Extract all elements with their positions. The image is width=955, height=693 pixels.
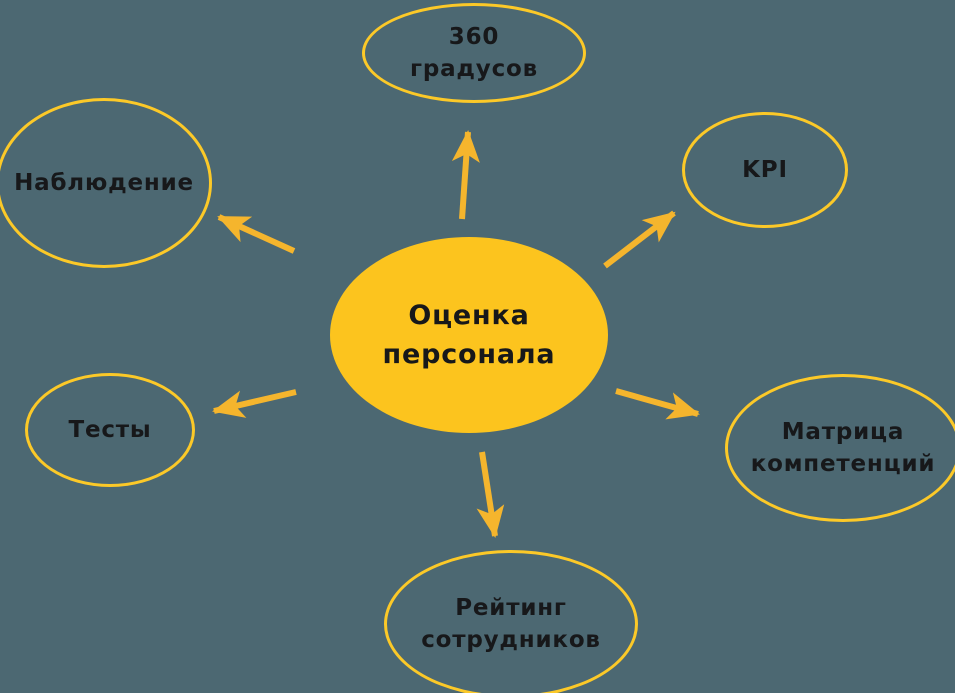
node-observation-label: Наблюдение	[14, 169, 194, 196]
node-employee-rating-label: Рейтинг сотрудников	[421, 594, 601, 653]
arrow-to-tests	[212, 389, 297, 418]
node-observation: Наблюдение	[0, 98, 212, 268]
node-tests: Тесты	[25, 373, 195, 487]
node-kpi: KPI	[682, 112, 848, 228]
arrow-to-competency-matrix	[615, 388, 700, 420]
node-center-personnel-assessment: Оценка персонала	[330, 237, 608, 433]
node-360-degrees: 360 градусов	[362, 3, 586, 103]
arrow-to-360-degrees	[451, 130, 480, 220]
arrow-to-employee-rating	[476, 451, 505, 538]
node-employee-rating: Рейтинг сотрудников	[384, 550, 638, 693]
arrow-to-kpi	[603, 210, 676, 269]
node-360-degrees-label: 360 градусов	[410, 23, 538, 82]
node-kpi-label: KPI	[742, 156, 788, 183]
node-competency-matrix-label: Матрица компетенций	[750, 418, 936, 477]
node-competency-matrix: Матрица компетенций	[725, 374, 955, 522]
arrow-to-observation	[217, 214, 296, 254]
node-tests-label: Тесты	[68, 416, 152, 443]
node-center-label: Оценка персонала	[382, 299, 556, 370]
